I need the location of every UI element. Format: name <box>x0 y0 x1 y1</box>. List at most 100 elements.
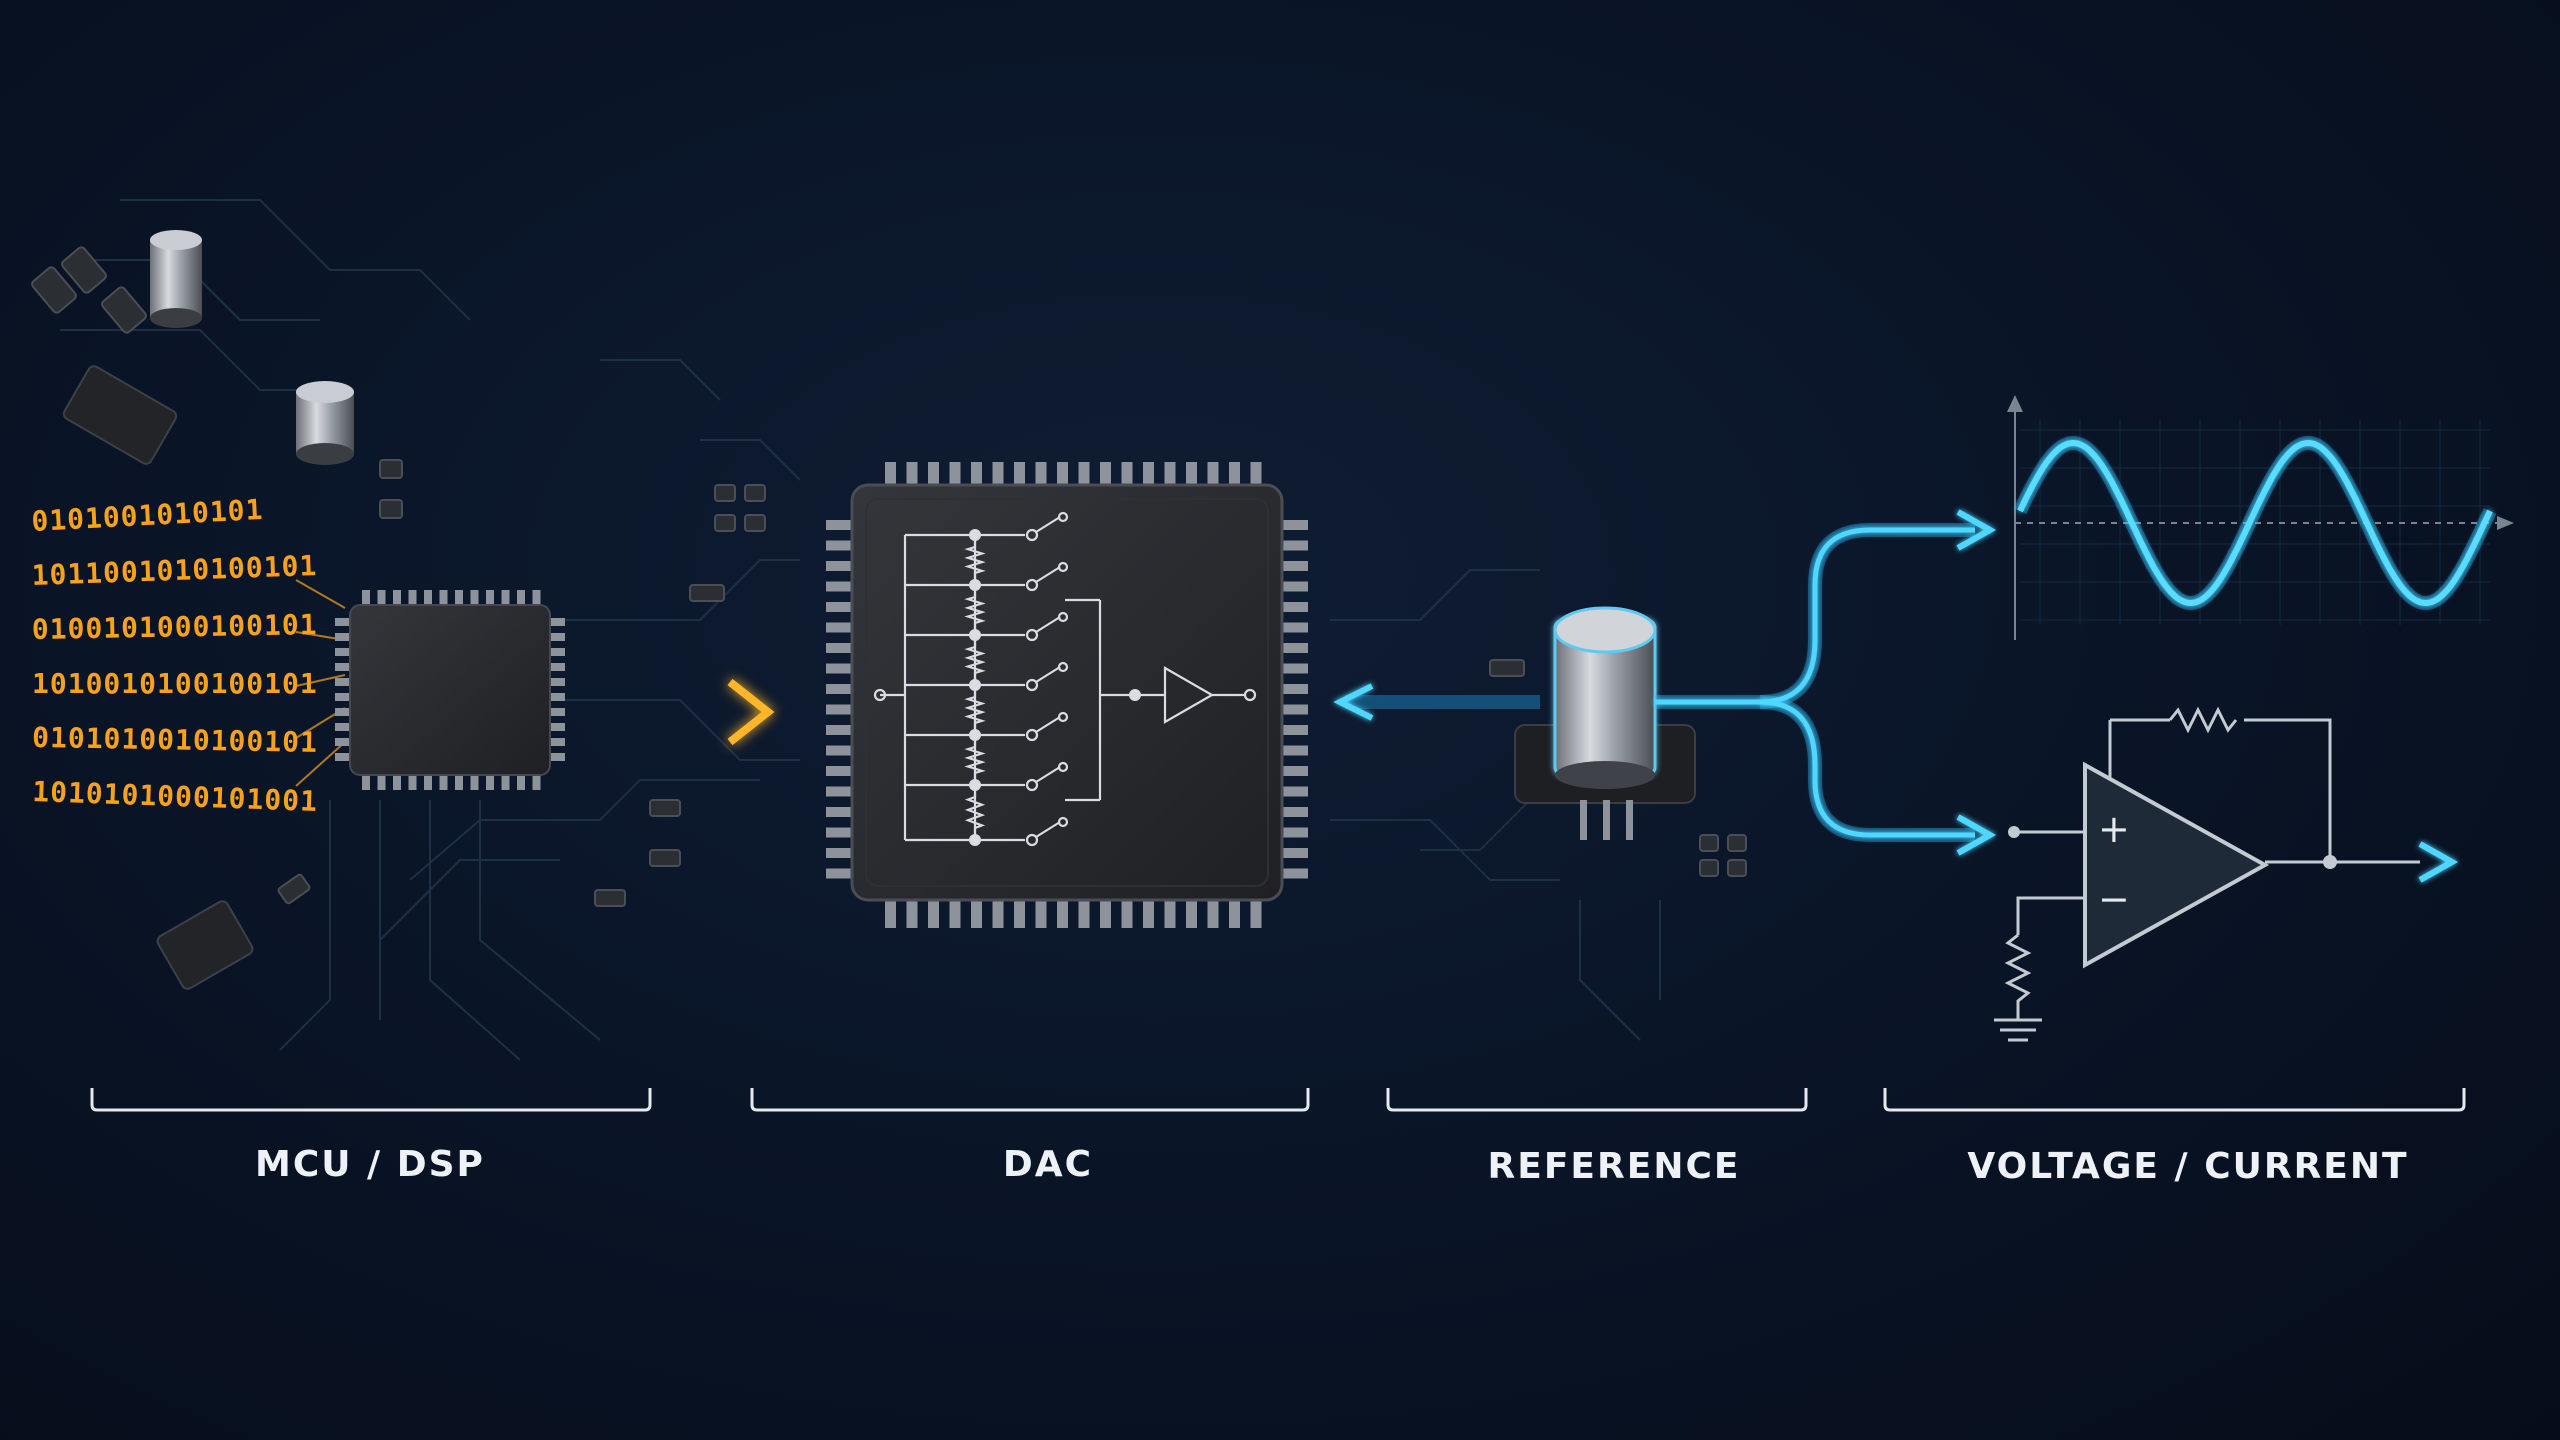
chip-pin <box>1250 898 1262 928</box>
reference-arrow <box>1333 683 1540 721</box>
chip-pin <box>547 723 565 731</box>
label-dac: DAC <box>1003 1144 1093 1185</box>
chip-pin <box>971 462 982 488</box>
voltage-reference-component <box>1514 606 1696 840</box>
chip-pin <box>826 561 854 571</box>
binary-row: 0101010010100101 <box>32 721 318 759</box>
chip-pin <box>826 868 854 879</box>
chip-pin <box>826 643 854 653</box>
chip-pin <box>885 462 896 488</box>
chip-pin <box>1057 898 1068 928</box>
section-labels: MCU / DSP DAC REFERENCE VOLTAGE / CURREN… <box>255 1144 2408 1187</box>
chip-pin <box>1229 462 1240 488</box>
chip-pin <box>906 898 918 928</box>
chip-pin <box>424 590 432 608</box>
binary-row: 1010101000101001 <box>32 775 319 818</box>
chip-pin <box>1100 898 1111 928</box>
chip-pin <box>408 772 417 790</box>
chip-pin <box>335 678 353 686</box>
chip-pin <box>1280 622 1308 633</box>
chip-pin <box>826 704 854 715</box>
chip-pin <box>335 753 353 761</box>
chip-pin <box>1280 868 1308 879</box>
chip-pin <box>335 648 353 656</box>
chip-pin <box>362 772 370 790</box>
chip-pin <box>885 898 896 928</box>
chip-pin <box>992 898 1004 928</box>
chip-pin <box>501 772 510 790</box>
chip-pin <box>971 898 982 928</box>
chip-pin <box>335 618 353 626</box>
label-reference: REFERENCE <box>1488 1146 1741 1187</box>
chip-pin <box>408 590 417 608</box>
chip-pin <box>501 590 510 608</box>
chip-pin <box>826 807 854 817</box>
chip-pin <box>470 590 479 608</box>
chip-pin <box>826 602 854 612</box>
chip-pin <box>362 590 370 608</box>
binary-row: 0101001010101 <box>31 493 265 538</box>
chip-pin <box>547 708 565 716</box>
chip-pin <box>1280 602 1308 612</box>
chip-pin <box>393 590 401 608</box>
chip-pin <box>1186 462 1197 488</box>
chip-pin <box>470 772 479 790</box>
binary-row: 1011001010100101 <box>31 549 318 592</box>
chip-pin <box>377 772 386 790</box>
op-amp-plus: + <box>2098 807 2130 851</box>
capacitor-left-1 <box>150 230 202 328</box>
chip-pin <box>1229 898 1240 928</box>
chip-pin <box>547 663 565 671</box>
chip-pin <box>1280 643 1308 653</box>
chip-pin <box>1207 462 1219 488</box>
chip-pin <box>335 738 353 746</box>
op-amp-circuit: + − <box>1994 706 2459 1042</box>
chip-pin <box>439 590 448 608</box>
dac-schematic <box>873 511 1257 847</box>
chip-pin <box>1280 561 1308 571</box>
chip-pin <box>455 590 463 608</box>
binary-stream: 0101001010101 1011001010100101 010010100… <box>31 493 319 818</box>
chip-pin <box>906 462 918 488</box>
chip-pin <box>826 581 854 592</box>
chip-pin <box>486 590 494 608</box>
chip-pin <box>1014 462 1025 488</box>
chip-pin <box>517 772 525 790</box>
chip-pin <box>1164 898 1176 928</box>
op-amp-minus: − <box>2098 877 2130 921</box>
chip-pin <box>1280 786 1308 797</box>
chip-pin <box>547 753 565 761</box>
chip-pin <box>335 633 353 641</box>
chip-pin <box>1280 540 1308 551</box>
chip-pin <box>1143 898 1154 928</box>
smd-ic-top-left <box>62 365 178 465</box>
chip-pin <box>1280 827 1308 838</box>
chip-pin <box>826 520 854 530</box>
chip-pin <box>1207 898 1219 928</box>
chip-pin <box>335 723 353 731</box>
smd-ic-bottom-left <box>156 900 254 990</box>
chip-pin <box>439 772 448 790</box>
chip-pin <box>532 772 541 790</box>
chip-pin <box>1280 766 1308 776</box>
chip-pin <box>826 622 854 633</box>
dac-chip <box>826 462 1308 928</box>
chip-pin <box>1280 520 1308 530</box>
chip-pin <box>928 898 939 928</box>
chip-pin <box>1121 898 1133 928</box>
label-mcu-dsp: MCU / DSP <box>255 1144 485 1185</box>
chip-pin <box>1250 462 1262 488</box>
chip-pin <box>335 693 353 701</box>
label-voltage-current: VOLTAGE / CURRENT <box>1967 1146 2408 1187</box>
chip-pin <box>826 827 854 838</box>
chip-pin <box>424 772 432 790</box>
chip-pin <box>335 708 353 716</box>
small-components <box>31 246 1747 907</box>
chip-pin <box>1280 704 1308 715</box>
capacitor-left-2 <box>296 381 354 465</box>
chip-pin <box>1100 462 1111 488</box>
chip-pin <box>826 848 854 858</box>
output-branches <box>1655 509 1997 856</box>
chip-pin <box>455 772 463 790</box>
